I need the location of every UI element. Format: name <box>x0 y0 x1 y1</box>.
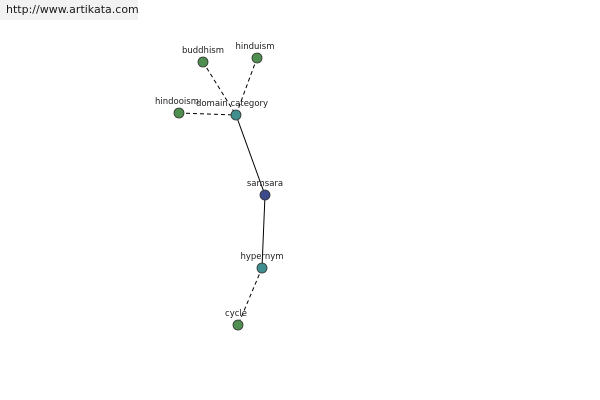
edge-samsara-hypernym <box>261 194 266 269</box>
node-samsara[interactable] <box>259 189 271 201</box>
node-cycle[interactable] <box>232 319 244 331</box>
node-label-hindooism: hindooism <box>155 97 199 107</box>
edge-hinduism-domain-category <box>235 57 258 116</box>
node-hinduism[interactable] <box>251 52 263 64</box>
edge-domain-category-samsara <box>235 114 266 196</box>
node-label-buddhism: buddhism <box>182 46 224 56</box>
node-domain-category[interactable] <box>230 109 242 121</box>
node-buddhism[interactable] <box>197 56 209 68</box>
node-label-domain-category: domain category <box>196 99 268 109</box>
node-label-hinduism: hinduism <box>236 42 275 52</box>
edge-buddhism-domain-category <box>202 61 237 116</box>
node-label-samsara: samsara <box>247 179 283 189</box>
edge-hindooism-domain-category <box>178 112 237 116</box>
edges-layer <box>178 57 266 326</box>
node-label-cycle: cycle <box>225 309 247 319</box>
node-hindooism[interactable] <box>173 107 185 119</box>
nodes-layer <box>173 52 271 331</box>
node-hypernym[interactable] <box>256 262 268 274</box>
edge-hypernym-cycle <box>237 267 263 326</box>
site-url[interactable]: http://www.artikata.com <box>0 0 139 20</box>
node-label-hypernym: hypernym <box>240 252 283 262</box>
